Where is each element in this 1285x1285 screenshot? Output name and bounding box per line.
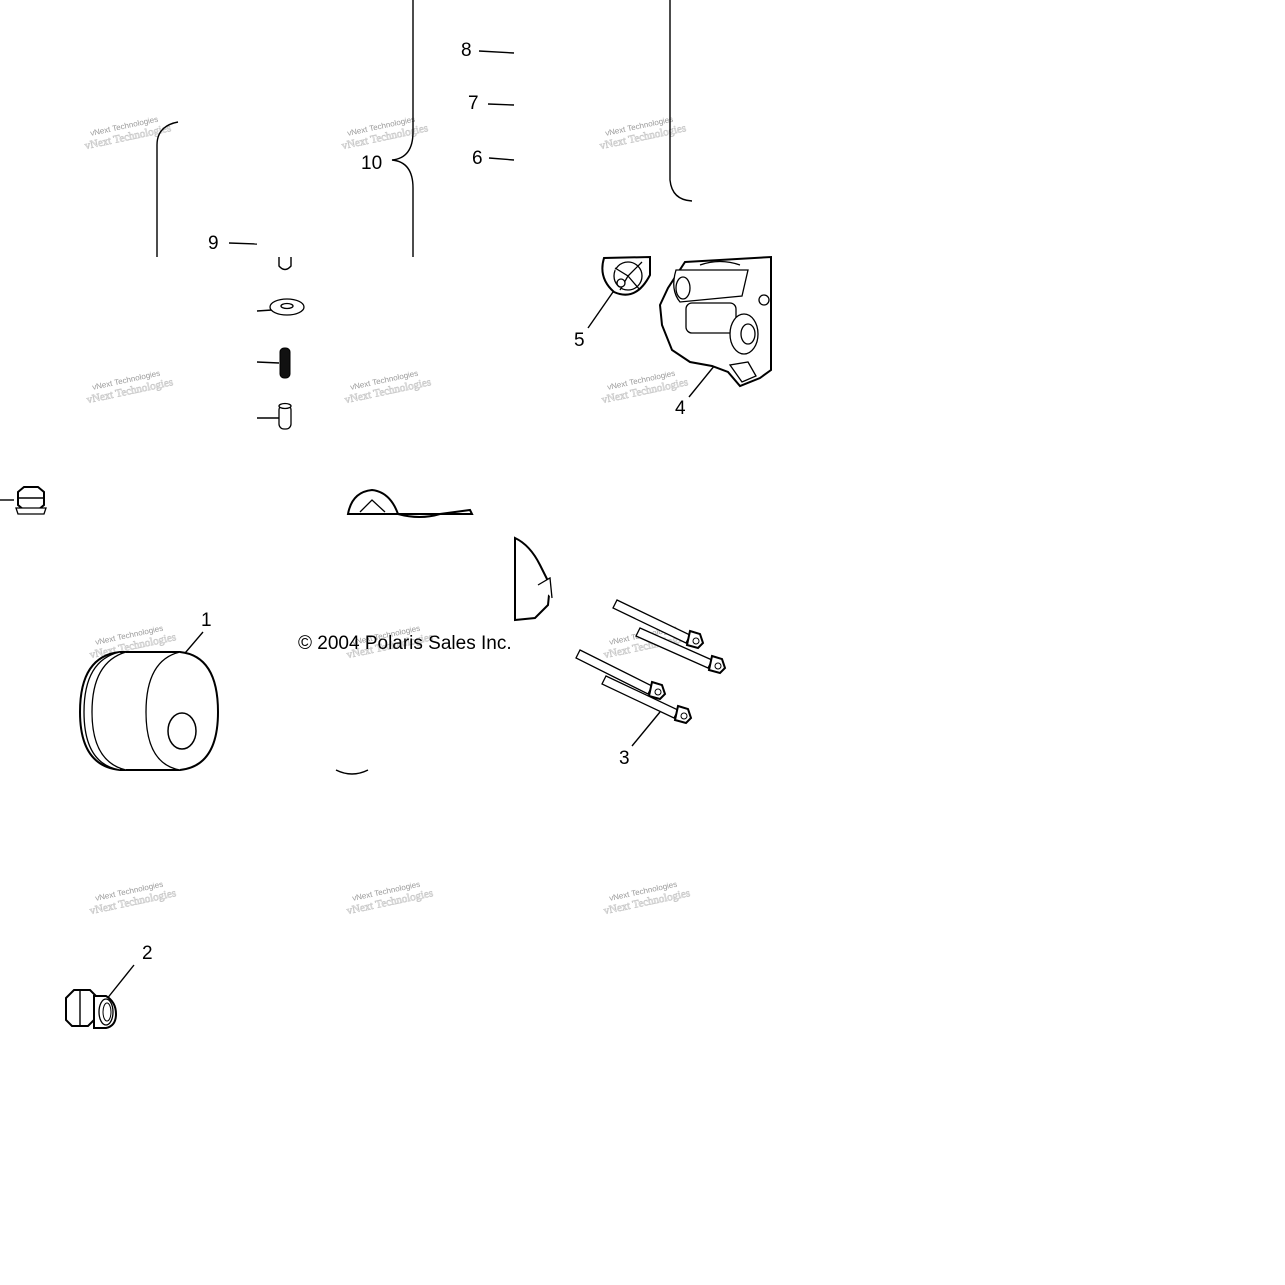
pin-icon [257,402,292,430]
leader-7 [487,103,515,106]
callout-8: 8 [461,40,472,61]
pump-partial-icon [335,488,553,775]
bolt [575,649,667,701]
fitting-icon [65,989,118,1029]
callout-1: 1 [201,610,212,631]
washer-icon [256,298,305,316]
oil-filter-icon [78,651,220,771]
bolt [612,599,705,650]
bracket-10 [391,0,414,257]
bolt-set-icon [575,599,727,725]
bracket-left [156,121,179,257]
bracket-right [669,0,693,202]
leader-2 [105,964,135,1001]
callout-5: 5 [574,330,585,351]
callout-3: 3 [619,748,630,769]
pump-partial-edge [335,769,369,775]
leader-5 [587,291,614,329]
bolt [601,675,693,725]
copyright-notice: © 2004 Polaris Sales Inc. [298,633,512,654]
bolt [635,627,727,675]
callout-7: 7 [468,93,479,114]
callout-2: 2 [142,943,153,964]
spring-icon [256,347,291,379]
callout-6: 6 [472,148,483,169]
callout-9: 9 [208,233,219,254]
leader-9 [228,242,258,245]
small-parts [256,257,305,430]
callouts: 8 7 6 10 9 5 4 1 3 2 [105,40,716,1001]
drain-bolt-icon [0,486,47,515]
rotor-icon [601,255,651,296]
leader-6 [488,157,515,161]
leader-8 [478,50,515,54]
callout-4: 4 [675,398,686,419]
leader-3 [631,711,661,747]
brackets [156,0,693,257]
pump-housing-icon [658,255,772,388]
leader-4 [688,364,716,398]
clip-icon [278,257,292,271]
callout-10: 10 [361,153,382,174]
